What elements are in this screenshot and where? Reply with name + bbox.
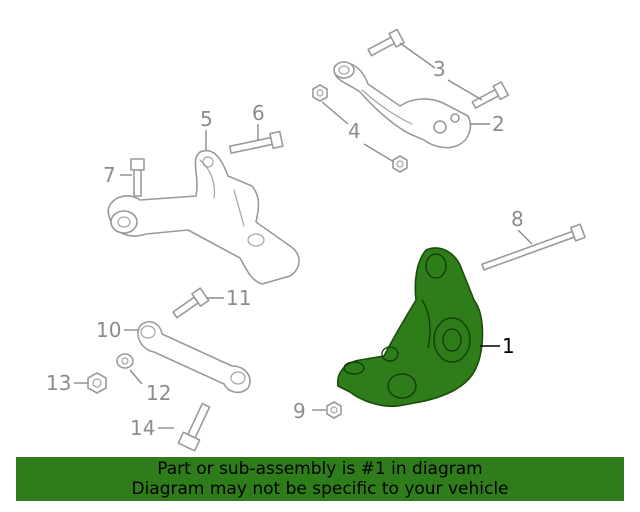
leader-8 bbox=[517, 229, 533, 245]
callout-9[interactable]: 9 bbox=[293, 399, 306, 423]
part-10-lateral-link[interactable] bbox=[137, 321, 251, 394]
callout-8[interactable]: 8 bbox=[511, 207, 524, 231]
callout-3[interactable]: 3 bbox=[433, 57, 446, 81]
part-8-long-bolt[interactable] bbox=[481, 223, 586, 273]
callout-2[interactable]: 2 bbox=[492, 112, 505, 136]
part-1-knuckle-highlighted[interactable] bbox=[336, 247, 484, 408]
part-7-bolt[interactable] bbox=[130, 158, 145, 197]
banner-line-disclaimer: Diagram may not be specific to your vehi… bbox=[131, 479, 509, 499]
part-12-washer[interactable] bbox=[116, 353, 134, 369]
callout-10[interactable]: 10 bbox=[96, 318, 121, 342]
leader-4b bbox=[363, 143, 395, 163]
part-6-bolt[interactable] bbox=[228, 130, 284, 157]
leader-3b bbox=[447, 79, 483, 101]
callout-13[interactable]: 13 bbox=[46, 371, 71, 395]
leader-3a bbox=[399, 42, 436, 69]
part-11-bolt[interactable] bbox=[171, 287, 210, 321]
callout-14[interactable]: 14 bbox=[130, 416, 155, 440]
callout-5[interactable]: 5 bbox=[200, 107, 213, 131]
part-2-upper-control-arm[interactable] bbox=[333, 61, 472, 149]
part-13-nut[interactable] bbox=[87, 372, 107, 394]
callout-12[interactable]: 12 bbox=[146, 381, 171, 405]
leader-12 bbox=[129, 369, 143, 385]
part-9-nut[interactable] bbox=[326, 401, 342, 419]
callout-11[interactable]: 11 bbox=[226, 286, 251, 310]
callout-6[interactable]: 6 bbox=[252, 101, 265, 125]
banner-line-part-number: Part or sub-assembly is #1 in diagram bbox=[157, 459, 483, 479]
leader-4a bbox=[321, 101, 349, 125]
part-4-nuts[interactable] bbox=[312, 84, 408, 173]
part-5-lower-control-arm[interactable] bbox=[107, 149, 300, 285]
callout-7[interactable]: 7 bbox=[103, 163, 116, 187]
callout-4[interactable]: 4 bbox=[348, 119, 361, 143]
callout-1[interactable]: 1 bbox=[502, 334, 515, 358]
diagram-notice-banner: Part or sub-assembly is #1 in diagram Di… bbox=[16, 457, 624, 501]
exploded-parts-diagram: 3 2 4 5 6 7 8 1 11 10 12 13 14 9 bbox=[46, 28, 586, 452]
part-14-bolt[interactable] bbox=[177, 402, 214, 452]
